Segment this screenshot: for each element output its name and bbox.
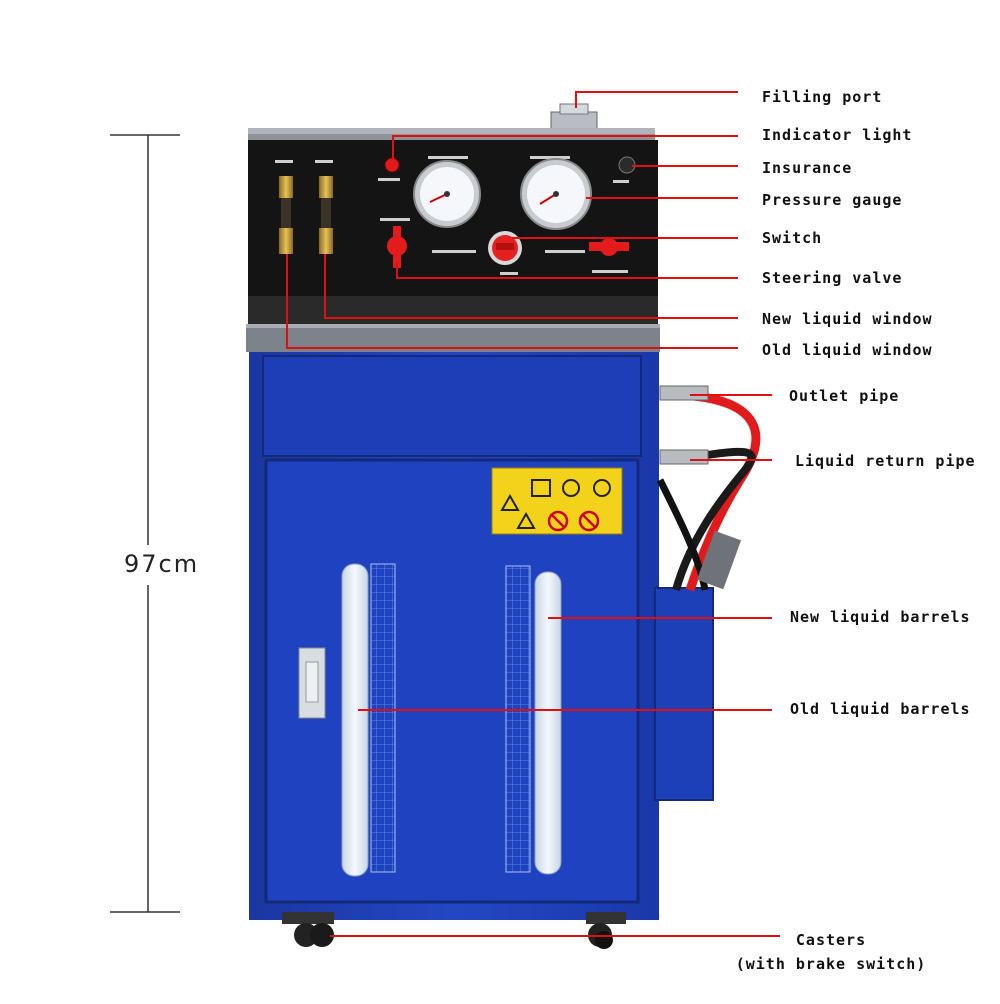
old-liquid-barrel-tube [341,563,396,877]
label-new-liquid-window: New liquid window [762,310,933,328]
door-latch [298,647,326,719]
height-dimension-label: 97cm [124,550,200,578]
leader-lines [286,91,780,937]
indicator-light [384,157,400,173]
old-liquid-window-fitting [279,176,293,254]
label-casters-brake: (with brake switch) [735,955,927,973]
label-steering-valve: Steering valve [762,269,903,287]
label-pressure-gauge: Pressure gauge [762,191,903,209]
label-new-liquid-barrels: New liquid barrels [790,608,971,626]
label-switch: Switch [762,229,823,247]
new-liquid-barrel-tube [505,565,562,875]
new-liquid-window-fitting [319,176,333,254]
pressure-gauge-left [413,160,481,228]
label-casters: Casters [795,931,867,949]
main-switch [488,231,522,265]
steering-valve-left [387,226,407,268]
label-filling-port: Filling port [762,88,883,106]
label-liquid-return-pipe: Liquid return pipe [795,452,976,470]
hoses [656,385,761,592]
label-old-liquid-barrels: Old liquid barrels [790,700,971,718]
label-indicator-light: Indicator light [762,126,913,144]
side-tray [654,587,714,801]
steering-valve-right [589,238,629,256]
casters [282,912,626,949]
label-old-liquid-window: Old liquid window [762,341,933,359]
pressure-gauge-right [520,158,592,230]
filling-port-cap [550,103,598,131]
label-insurance: Insurance [762,159,853,177]
label-outlet-pipe: Outlet pipe [789,387,900,405]
height-dimension [110,134,180,913]
warning-label [491,467,623,535]
